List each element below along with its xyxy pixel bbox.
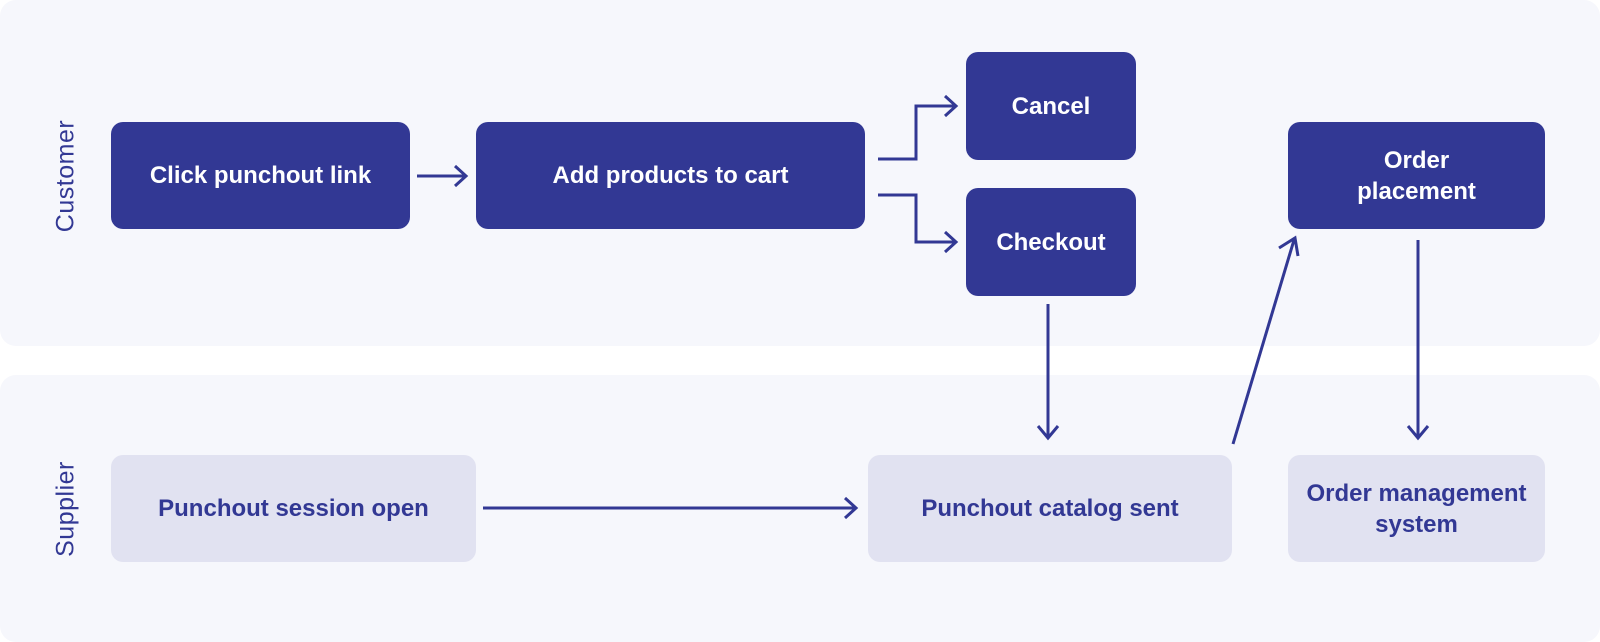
click-punchout-link-node: Click punchout link (111, 122, 410, 229)
arrow-catalog-to-order-placement (1231, 235, 1300, 445)
order-placement-node: Order placement (1288, 122, 1545, 229)
arrow-click-to-cart (417, 164, 469, 188)
punchout-session-open-node: Punchout session open (111, 455, 476, 562)
checkout-node: Checkout (966, 188, 1136, 296)
arrow-cart-to-cancel (878, 94, 959, 161)
arrow-session-to-catalog (483, 496, 859, 520)
order-management-system-node: Order management system (1288, 455, 1545, 562)
punchout-catalog-sent-node: Punchout catalog sent (868, 455, 1232, 562)
arrow-order-placement-to-oms (1406, 240, 1430, 441)
cancel-node: Cancel (966, 52, 1136, 160)
arrow-checkout-to-catalog (1036, 304, 1060, 441)
add-products-to-cart-node: Add products to cart (476, 122, 865, 229)
arrow-cart-to-checkout (878, 193, 959, 254)
